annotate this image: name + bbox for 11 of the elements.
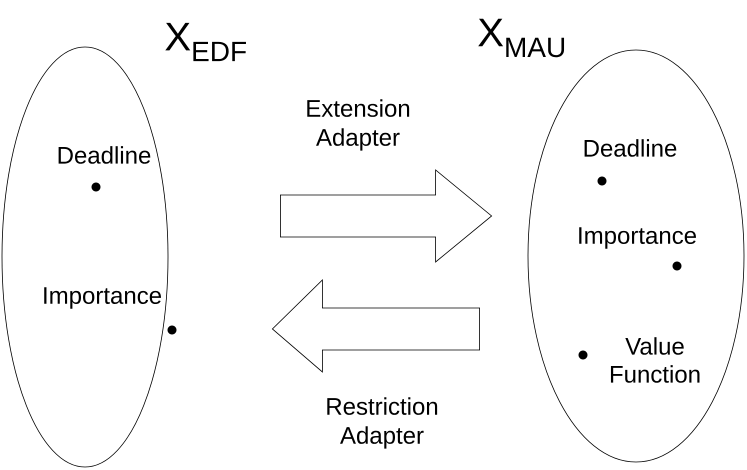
set-title: X$_{EDF}$ bbox=[165, 22, 246, 62]
edge-label: Restriction Adapter bbox=[311, 396, 453, 450]
edge-label: Extension Adapter bbox=[287, 98, 429, 152]
item-label: Value Function bbox=[610, 337, 700, 383]
block-arrow bbox=[280, 169, 492, 263]
set-title: X$_{MAU}$ bbox=[478, 18, 564, 58]
item-label: Importance bbox=[579, 227, 696, 249]
item-label: Deadline bbox=[584, 139, 676, 157]
block-arrow bbox=[272, 279, 480, 373]
item-label: Importance bbox=[44, 287, 161, 309]
item-label: Deadline bbox=[58, 146, 150, 164]
